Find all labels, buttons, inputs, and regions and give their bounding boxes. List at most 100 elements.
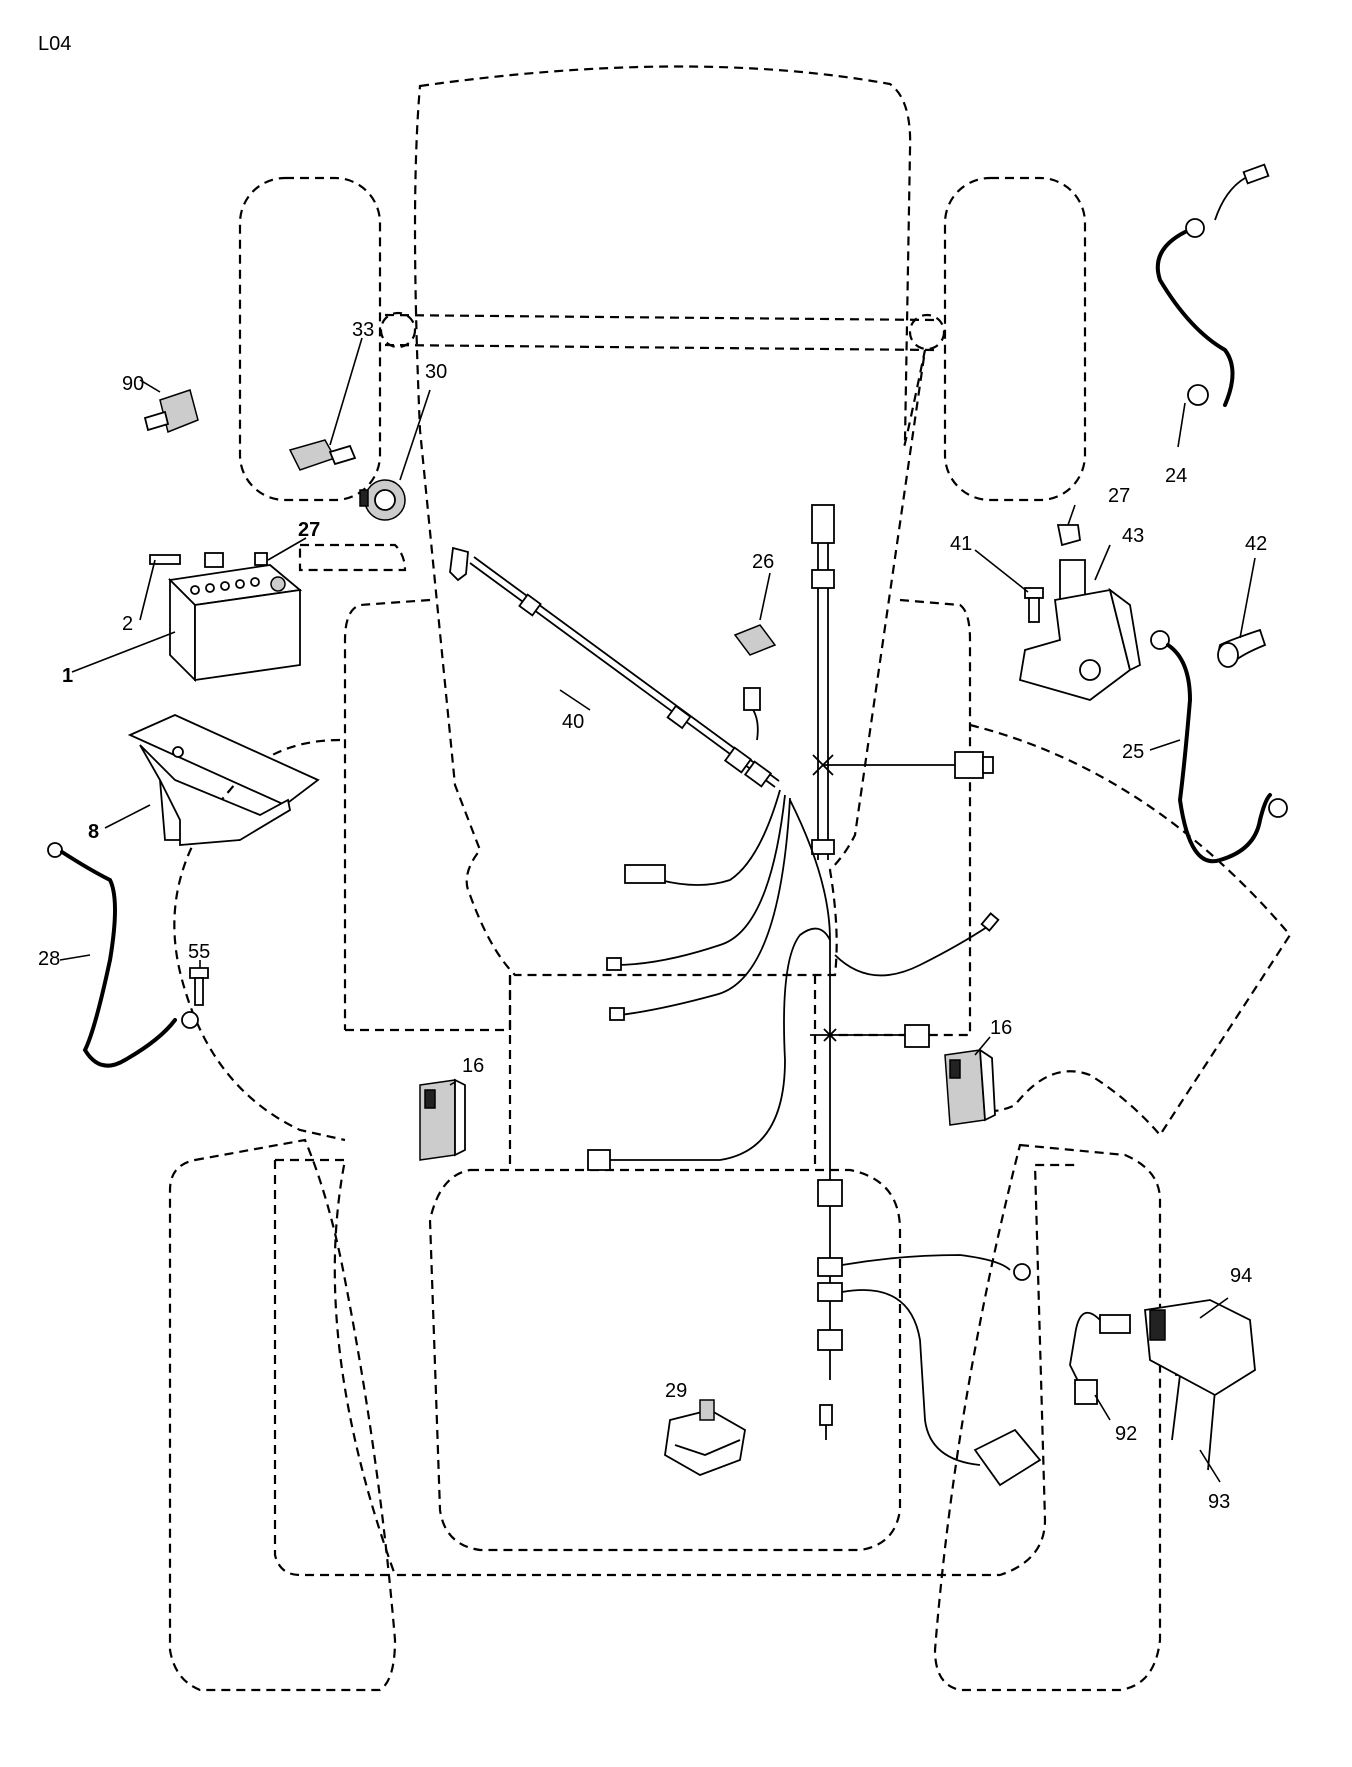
harness-sleeve-4 (743, 760, 773, 788)
part-90 (143, 389, 199, 434)
branch-ring-terminal (841, 1254, 1011, 1271)
callout-1: 1 (62, 665, 73, 687)
callout-55: 55 (188, 941, 210, 963)
rear-right-wheel (933, 1143, 1162, 1692)
callout-33: 33 (352, 319, 374, 341)
callout-90: 90 (122, 373, 144, 395)
part-29-pto-switch (664, 1399, 746, 1476)
cable-24-boot (1242, 163, 1270, 185)
callout-93: 93 (1208, 1491, 1230, 1513)
front-axle (384, 313, 936, 352)
right-branch-connector (954, 751, 984, 779)
branch-upper-right (834, 924, 991, 977)
callout-30: 30 (425, 361, 447, 383)
terminal-2 (609, 1007, 625, 1021)
part-26-fuse (733, 624, 777, 656)
part-27-nut-battery (254, 552, 268, 566)
callout-numbers: 1 2 8 28 55 90 33 30 27 26 40 16 16 24 2… (38, 319, 1267, 1513)
harness-main-a (469, 562, 776, 788)
callout-16-right: 16 (990, 1017, 1012, 1039)
callout-16-left: 16 (462, 1055, 484, 1077)
harness-main-b (473, 556, 780, 782)
mid-right-connector (904, 1024, 930, 1048)
lead-to-terminal-2 (619, 797, 791, 1016)
part-41-bolt (1024, 587, 1044, 623)
rear-body (275, 1158, 1080, 1577)
front-right-wheel (943, 176, 1087, 502)
harness-end-connector (449, 546, 469, 582)
battery-side (194, 588, 301, 682)
trunk-sleeve-1 (811, 569, 835, 589)
harness-sleeve-3 (723, 746, 753, 774)
harness-down-trunk (789, 799, 831, 1380)
harness-sleeve-1 (518, 593, 542, 617)
axle-right-pivot (908, 313, 946, 351)
part-30-ignition-switch (359, 479, 406, 521)
diagram-code: L04 (38, 33, 71, 55)
callout-29: 29 (665, 1380, 687, 1402)
ignition-lead (751, 707, 759, 741)
part-33-key (288, 439, 357, 471)
upper-right-terminal (980, 912, 1000, 932)
hood-outline (413, 65, 927, 977)
frame-right (830, 598, 972, 1037)
bottom-sleeve-4 (817, 1329, 843, 1351)
callout-25: 25 (1122, 741, 1144, 763)
frame-center (508, 975, 817, 1170)
bottom-sleeve-1 (817, 1179, 843, 1207)
callout-2: 2 (122, 613, 133, 635)
part-25-cable (1150, 630, 1288, 864)
harness-sleeve-2 (666, 704, 692, 730)
rear-body-left (273, 1160, 395, 1577)
wiring-harness (449, 504, 1031, 1466)
terminal-1 (606, 957, 622, 971)
part-43-solenoid (1018, 559, 1141, 701)
part-27-nut-solenoid (1056, 524, 1081, 547)
part-2-bolt (149, 552, 224, 568)
trunk-sleeve-2 (811, 839, 835, 855)
branch-mid-x (823, 1028, 837, 1042)
callout-27-battery: 27 (298, 519, 320, 541)
loop-end-connector (587, 1149, 611, 1171)
callout-8: 8 (88, 821, 99, 843)
callout-41: 41 (950, 533, 972, 555)
right-branch-connector-tab (982, 756, 994, 774)
bottom-trunk-plug (819, 1404, 833, 1426)
part-94-module (1144, 1299, 1256, 1397)
part-28-cable (47, 842, 199, 1068)
part-24-cable (1155, 163, 1270, 407)
callout-26: 26 (752, 551, 774, 573)
part-8-battery-box (127, 714, 320, 846)
callout-28: 28 (38, 948, 60, 970)
callout-92: 92 (1115, 1423, 1137, 1445)
battery-tray-outline (298, 543, 407, 572)
part-42-boot (1217, 628, 1267, 668)
part-92-harness (1069, 1311, 1131, 1405)
callout-leaders (59, 337, 1256, 1483)
ring-terminal (1013, 1263, 1031, 1281)
pto-connector (973, 1428, 1042, 1487)
part-1-battery (168, 564, 303, 683)
trunk-top-connector (811, 504, 835, 544)
part-55-bolt (189, 967, 209, 1006)
callout-27-solenoid: 27 (1108, 485, 1130, 507)
branch-x-mark (812, 754, 834, 776)
callout-40: 40 (562, 711, 584, 733)
branch-to-pto (841, 1289, 981, 1466)
part-16-left-switch (419, 1078, 466, 1161)
callout-42: 42 (1245, 533, 1267, 555)
lead-plug-end (624, 864, 666, 884)
bottom-sleeve-2 (817, 1257, 843, 1277)
part-16-right-switch (944, 1048, 996, 1126)
callout-24: 24 (1165, 465, 1187, 487)
harness-loop (600, 927, 831, 1161)
callout-43: 43 (1122, 525, 1144, 547)
lead-to-plug (659, 789, 781, 886)
right-fender (964, 723, 1292, 1137)
ignition-lead-plug (743, 687, 761, 711)
frame-left (343, 598, 512, 1032)
axle-left-pivot (379, 311, 417, 349)
callout-94: 94 (1230, 1265, 1252, 1287)
bottom-sleeve-3 (817, 1282, 843, 1302)
